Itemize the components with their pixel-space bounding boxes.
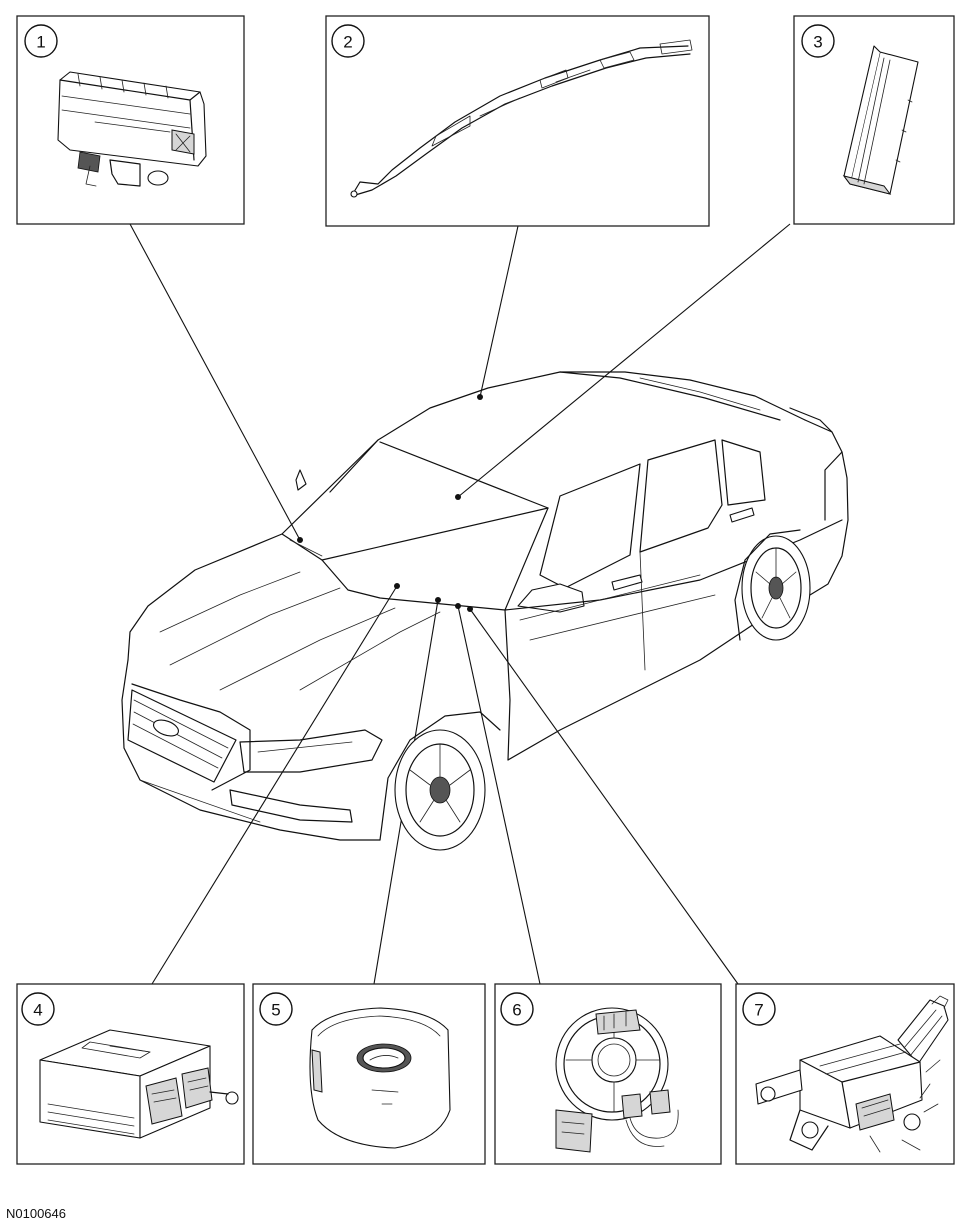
leader-line-3 xyxy=(457,223,791,498)
callout-panel-2: 2 xyxy=(325,15,710,227)
leader-dot-5 xyxy=(435,597,441,603)
driver-airbag-module-icon xyxy=(309,1007,451,1149)
callout-badge-5 xyxy=(259,992,293,1026)
callout-badge-4 xyxy=(21,992,55,1026)
callout-panel-4: 4 xyxy=(16,983,245,1165)
callout-panel-7: 7 xyxy=(735,983,955,1165)
leader-dot-1 xyxy=(297,537,303,543)
leader-line-4 xyxy=(151,585,398,985)
callout-number-1: 1 xyxy=(36,33,45,52)
callout-badge-6 xyxy=(500,992,534,1026)
leader-dot-2 xyxy=(477,394,483,400)
callout-number-2: 2 xyxy=(343,33,352,52)
callout-number-6: 6 xyxy=(512,1001,521,1020)
passenger-airbag-module-icon xyxy=(57,71,207,187)
leader-line-2 xyxy=(479,225,519,398)
callout-number-7: 7 xyxy=(754,1001,763,1020)
steering-column-icon xyxy=(755,995,949,1153)
callout-panel-3: 3 xyxy=(793,15,955,225)
leader-line-7 xyxy=(469,608,739,985)
callout-panel-5: 5 xyxy=(252,983,486,1165)
vehicle-outline xyxy=(121,371,849,851)
leader-dot-3 xyxy=(455,494,461,500)
callout-badge-1 xyxy=(24,24,58,58)
restraints-control-module-icon xyxy=(39,1029,239,1139)
callout-panel-1: 1 xyxy=(16,15,245,225)
callout-badge-3 xyxy=(801,24,835,58)
callout-number-5: 5 xyxy=(271,1001,280,1020)
leader-line-1 xyxy=(129,223,301,541)
callout-number-3: 3 xyxy=(813,33,822,52)
leader-dot-4 xyxy=(394,583,400,589)
figure-code: N0100646 xyxy=(6,1206,66,1221)
side-curtain-airbag-icon xyxy=(350,39,693,198)
callout-panel-6: 6 xyxy=(494,983,722,1165)
callout-badge-7 xyxy=(742,992,776,1026)
callout-badge-2 xyxy=(331,24,365,58)
clockspring-icon xyxy=(555,1007,679,1153)
leader-dot-6 xyxy=(455,603,461,609)
callout-number-4: 4 xyxy=(33,1001,42,1020)
leader-dot-7 xyxy=(467,606,473,612)
seat-side-airbag-icon xyxy=(842,45,919,195)
leader-dots xyxy=(297,394,483,612)
leader-line-6 xyxy=(457,605,541,985)
